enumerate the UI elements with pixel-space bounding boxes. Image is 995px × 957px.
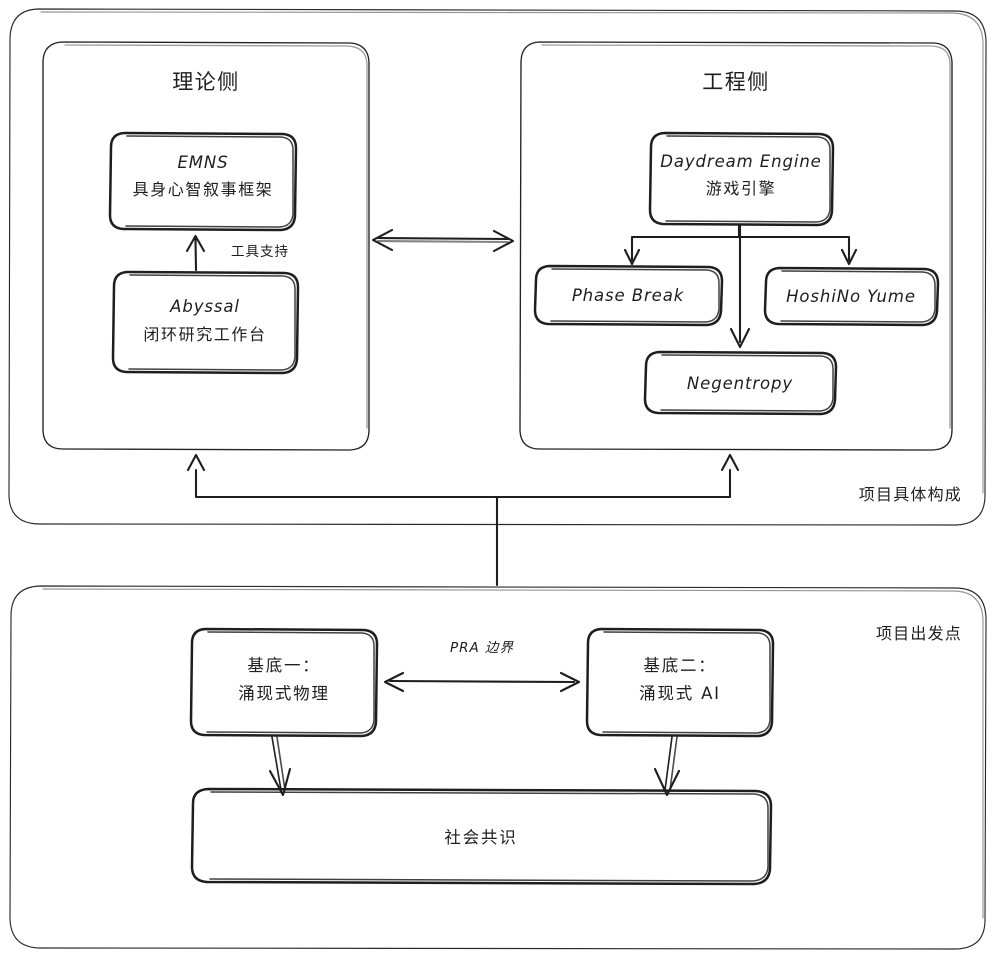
node-hoshino-yume-title: HoshiNo Yume (786, 287, 916, 306)
edge-base-one-base-two: PRA 边界 (383, 640, 581, 693)
edge-daydream-to-hoshino (737, 235, 858, 266)
node-emns-subtitle: 具身心智叙事框架 (133, 180, 274, 199)
node-emns-title: EMNS (177, 153, 228, 172)
edge-abyssal-to-emns: 工具支持 (185, 234, 289, 272)
group-engineering: 工程侧 Daydream Engine 游戏引擎 (519, 41, 953, 451)
node-daydream-engine-subtitle: 游戏引擎 (706, 179, 776, 198)
group-theory-title: 理论侧 (172, 70, 240, 94)
node-base-one-title: 基底一： (247, 656, 320, 675)
group-theory: 理论侧 EMNS 具身心智叙事框架 工具支持 Abyssal 闭环研究工作台 (42, 41, 370, 451)
edge-daydream-to-phase-break (623, 224, 741, 266)
node-abyssal[interactable]: Abyssal 闭环研究工作台 (111, 270, 300, 375)
node-phase-break[interactable]: Phase Break (533, 264, 724, 327)
edge-theory-engineering (371, 228, 515, 253)
node-negentropy-title: Negentropy (687, 374, 793, 393)
node-daydream-engine-title: Daydream Engine (660, 152, 821, 171)
panel-origin-label: 项目出发点 (876, 624, 962, 643)
node-base-two-title: 基底二： (643, 656, 716, 675)
edge-base-boundary-label: PRA 边界 (450, 640, 515, 656)
edge-base-two-to-consensus (653, 736, 681, 797)
node-daydream-engine[interactable]: Daydream Engine 游戏引擎 (648, 131, 835, 227)
node-base-two[interactable]: 基底二： 涌现式 AI (585, 627, 775, 738)
edge-daydream-to-negentropy (729, 224, 751, 349)
node-consensus-title: 社会共识 (444, 828, 517, 847)
node-abyssal-title: Abyssal (169, 297, 240, 316)
group-engineering-title: 工程侧 (702, 70, 770, 94)
node-emns[interactable]: EMNS 具身心智叙事框架 (108, 131, 298, 232)
panel-composition: 项目具体构成 理论侧 EMNS 具身心智叙事框架 工具支持 (8, 8, 987, 587)
edge-base-one-to-consensus (268, 736, 292, 797)
edge-abyssal-to-emns-label: 工具支持 (231, 244, 289, 260)
panel-origin: 项目出发点 基底一： 涌现式物理 基底二： 涌现式 AI PRA 边界 (9, 585, 987, 950)
edge-origin-to-groups (186, 453, 740, 587)
panel-composition-label: 项目具体构成 (859, 485, 962, 504)
node-consensus[interactable]: 社会共识 (190, 787, 773, 886)
node-phase-break-title: Phase Break (572, 286, 685, 305)
node-abyssal-subtitle: 闭环研究工作台 (143, 325, 266, 344)
node-base-one[interactable]: 基底一： 涌现式物理 (189, 627, 379, 738)
node-hoshino-yume[interactable]: HoshiNo Yume (763, 266, 940, 327)
node-negentropy[interactable]: Negentropy (643, 350, 838, 416)
node-base-two-subtitle: 涌现式 AI (639, 684, 721, 703)
node-base-one-subtitle: 涌现式物理 (238, 684, 330, 703)
